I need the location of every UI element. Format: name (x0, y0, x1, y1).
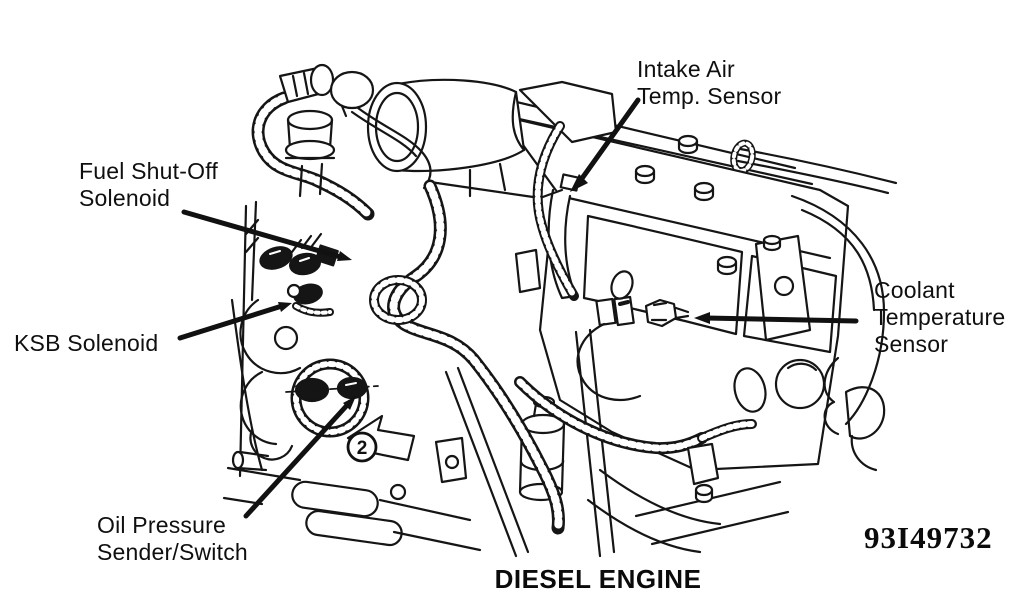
wiring-harness-right (514, 376, 757, 504)
wiring-harness-upper (532, 121, 579, 301)
oil-pressure-sender-part (239, 358, 379, 461)
leader-oil-pressure-sender (243, 396, 356, 519)
hose-clamp (730, 139, 756, 175)
leader-ksb-solenoid (177, 302, 292, 341)
fender-arc (790, 194, 886, 472)
bellhousing-and-rails (586, 468, 790, 554)
label-line: KSB Solenoid (14, 330, 159, 356)
wiring-harness-main (369, 179, 565, 535)
callout-circle-2: 2 (346, 431, 378, 463)
figure-number: 93I49732 (864, 520, 993, 555)
fuel-shutoff-solenoid-part (259, 244, 339, 276)
leader-fuel-shutoff-solenoid (181, 209, 352, 261)
corrugated-hose-top-left (251, 91, 375, 221)
label-line: Fuel Shut-Off (79, 158, 218, 184)
label-line: Intake Air (637, 56, 735, 82)
callout-number: 2 (357, 438, 368, 459)
sensor-bracket-right (754, 234, 812, 342)
valve-cover-panel (742, 254, 838, 354)
leader-intake-air-temp-sensor (570, 97, 641, 192)
hose-end-connector (278, 63, 335, 104)
label-coolant-temperature-sensor: Coolant Temperature Sensor (874, 277, 1005, 358)
label-fuel-shutoff-solenoid: Fuel Shut-Off Solenoid (79, 158, 218, 212)
label-oil-pressure-sender-switch: Oil Pressure Sender/Switch (97, 512, 248, 566)
label-line: Temperature (874, 304, 1006, 330)
label-intake-air-temp-sensor: Intake Air Temp. Sensor (637, 56, 781, 110)
frame-bracket-lower-left (222, 436, 482, 552)
harness-connector (514, 248, 542, 294)
filler-neck (284, 109, 336, 198)
label-line: Oil Pressure (97, 512, 226, 538)
air-box (518, 80, 618, 144)
engine-front-left (230, 200, 323, 478)
label-line: Temp. Sensor (637, 83, 782, 109)
coolant-temp-sensor-part (576, 270, 690, 402)
label-line: Solenoid (79, 185, 171, 211)
leader-coolant-temperature-sensor (694, 312, 859, 324)
label-line: Sender/Switch (97, 539, 248, 565)
diagram-caption: DIESEL ENGINE (494, 564, 702, 594)
dipstick-tubes (444, 328, 616, 558)
label-ksb-solenoid: KSB Solenoid (14, 330, 158, 357)
ksb-solenoid-part (286, 283, 334, 317)
label-line: Sensor (874, 331, 949, 357)
round-knob (329, 70, 432, 190)
label-line: Coolant (874, 277, 955, 303)
